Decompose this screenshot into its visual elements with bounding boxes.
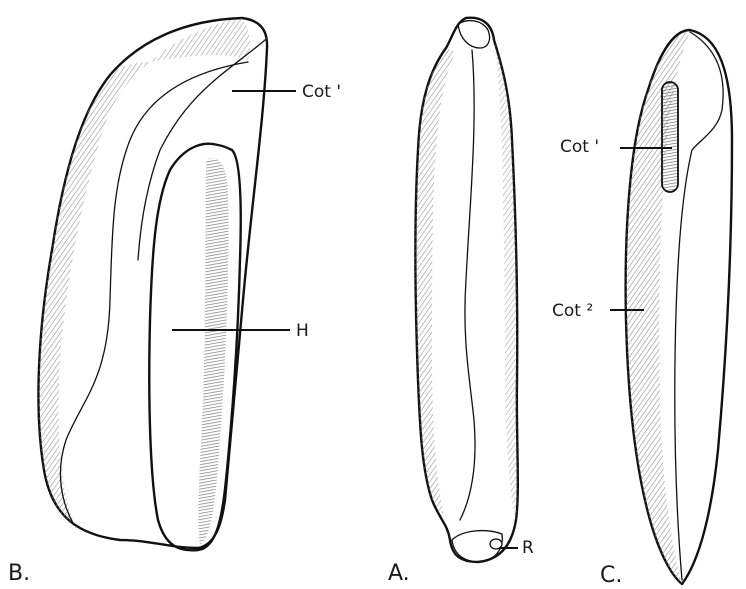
panel-c-cot2-label: Cot ² [552, 301, 593, 321]
panel-c-inner-curve [675, 32, 723, 580]
panel-b-cot1-label: Cot ' [302, 82, 341, 102]
panel-a-tip [458, 21, 490, 48]
panel-c-label: C. [600, 563, 622, 588]
panel-b-hypocotyl-shading [198, 158, 228, 545]
panel-b-top-shading [150, 18, 250, 62]
panel-a-right-shading [494, 40, 518, 520]
panel-b-label: B. [8, 561, 30, 586]
panel-a-inner-line [460, 50, 475, 520]
panel-c-cot1-label: Cot ' [560, 137, 599, 157]
panel-c-seed-section: Cot ' Cot ² C. [552, 30, 732, 588]
panel-a-seed: R A. [388, 18, 534, 586]
panel-c-plumule [662, 82, 678, 192]
panel-c-cotyledon-shading [626, 32, 690, 584]
panel-b-embryo: Cot ' H B. [8, 18, 341, 586]
panel-a-label: A. [388, 561, 410, 586]
panel-a-r-label: R [522, 538, 534, 558]
panel-b-h-label: H [296, 321, 309, 341]
